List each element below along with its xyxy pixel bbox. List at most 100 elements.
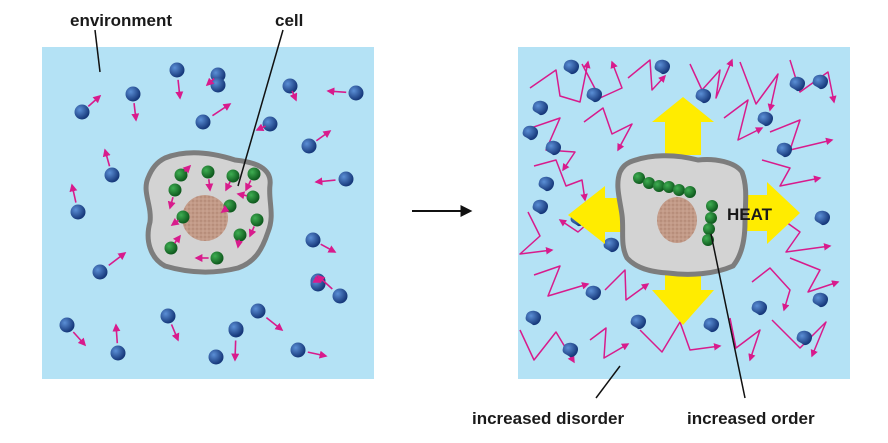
motion-path xyxy=(739,61,779,112)
free-molecule xyxy=(348,85,364,101)
free-molecule xyxy=(562,342,579,358)
ordered-molecule xyxy=(703,223,715,235)
free-molecule xyxy=(250,303,266,319)
motion-arrow xyxy=(245,180,253,192)
motion-arrow xyxy=(172,234,181,244)
free-molecule xyxy=(812,74,829,90)
ordered-molecule xyxy=(223,199,237,213)
ordered-molecule xyxy=(706,200,718,212)
free-molecule xyxy=(751,300,768,316)
motion-arrow xyxy=(69,183,78,203)
free-molecule xyxy=(776,142,793,158)
motion-path xyxy=(533,265,590,297)
motion-path xyxy=(583,107,633,152)
nucleus-after xyxy=(657,197,697,243)
motion-arrow xyxy=(316,274,333,290)
free-molecule xyxy=(814,210,831,226)
free-molecule xyxy=(305,232,321,248)
motion-arrow xyxy=(108,252,127,266)
heat-arrow-icon xyxy=(652,97,714,155)
motion-arrow xyxy=(255,123,266,131)
free-molecule xyxy=(338,171,354,187)
motion-arrow xyxy=(102,148,111,167)
ordered-molecule xyxy=(201,165,215,179)
ordered-molecule xyxy=(168,183,182,197)
free-molecule xyxy=(545,140,562,156)
motion-arrow xyxy=(212,103,232,117)
motion-path xyxy=(771,319,827,358)
environment-label: environment xyxy=(70,11,172,30)
motion-arrow xyxy=(312,275,322,283)
ordered-molecule xyxy=(247,167,261,181)
motion-path xyxy=(789,257,840,293)
motion-arrow xyxy=(307,350,328,359)
free-molecules-after xyxy=(522,59,831,358)
free-molecule xyxy=(532,100,549,116)
free-molecule xyxy=(74,104,90,120)
free-molecule xyxy=(522,125,539,141)
motion-path xyxy=(769,119,834,151)
motion-path xyxy=(723,99,764,141)
motion-arrow xyxy=(231,340,240,362)
free-molecule xyxy=(796,330,813,346)
free-molecule xyxy=(703,317,720,333)
motion-arrow xyxy=(112,323,121,344)
motion-path xyxy=(581,60,623,99)
motion-arrow xyxy=(182,164,192,174)
motion-arrow xyxy=(205,179,214,192)
free-molecule xyxy=(92,264,108,280)
motion-path xyxy=(689,58,734,99)
motion-arrow xyxy=(235,239,243,249)
free-molecules-before xyxy=(59,62,364,365)
free-molecule xyxy=(563,59,580,75)
free-molecule xyxy=(603,237,620,253)
motion-path xyxy=(589,327,630,359)
ordered-molecule xyxy=(633,172,645,184)
motion-arrow xyxy=(175,79,184,100)
nucleus-before xyxy=(182,195,228,241)
left-panel-environment xyxy=(42,47,374,379)
order-leader-line xyxy=(710,233,746,399)
free-molecule xyxy=(169,62,185,78)
free-molecule xyxy=(125,86,141,102)
free-molecule xyxy=(789,76,806,92)
free-molecule xyxy=(110,345,126,361)
free-molecule xyxy=(104,167,120,183)
environment-leader-line xyxy=(94,29,101,73)
motion-arrow xyxy=(170,218,180,226)
free-molecule xyxy=(160,308,176,324)
motion-path xyxy=(639,321,722,353)
free-molecule xyxy=(195,114,211,130)
increased-disorder-label: increased disorder xyxy=(472,409,625,428)
ordered-molecule xyxy=(226,169,240,183)
motion-arrow xyxy=(87,94,102,107)
ordered-molecule xyxy=(663,181,675,193)
motion-arrow xyxy=(131,103,140,122)
heat-arrow-icon xyxy=(652,262,714,325)
free-molecule xyxy=(70,204,86,220)
motion-arrow xyxy=(289,90,298,102)
cell-leader-line xyxy=(237,29,284,187)
free-molecule xyxy=(301,138,317,154)
increased-order-label: increased order xyxy=(687,409,815,428)
heat-label: HEAT xyxy=(727,205,773,224)
ordered-molecule xyxy=(684,186,696,198)
motion-arrow xyxy=(326,87,347,96)
motion-path xyxy=(519,211,554,255)
free-molecule xyxy=(585,285,602,301)
motion-arrow xyxy=(315,130,332,142)
free-molecule xyxy=(208,349,224,365)
ordered-molecule xyxy=(705,212,717,224)
free-molecule xyxy=(332,288,348,304)
free-molecule xyxy=(695,88,712,104)
free-molecule xyxy=(525,310,542,326)
free-molecule xyxy=(532,199,549,215)
cell-label: cell xyxy=(275,11,303,30)
motion-path xyxy=(533,159,588,202)
free-molecule xyxy=(538,176,555,192)
ordered-molecule xyxy=(246,190,260,204)
molecule-motion-arrows-before xyxy=(69,77,347,362)
ordered-molecule xyxy=(653,180,665,192)
free-molecule xyxy=(310,276,326,292)
motion-path xyxy=(627,59,667,91)
